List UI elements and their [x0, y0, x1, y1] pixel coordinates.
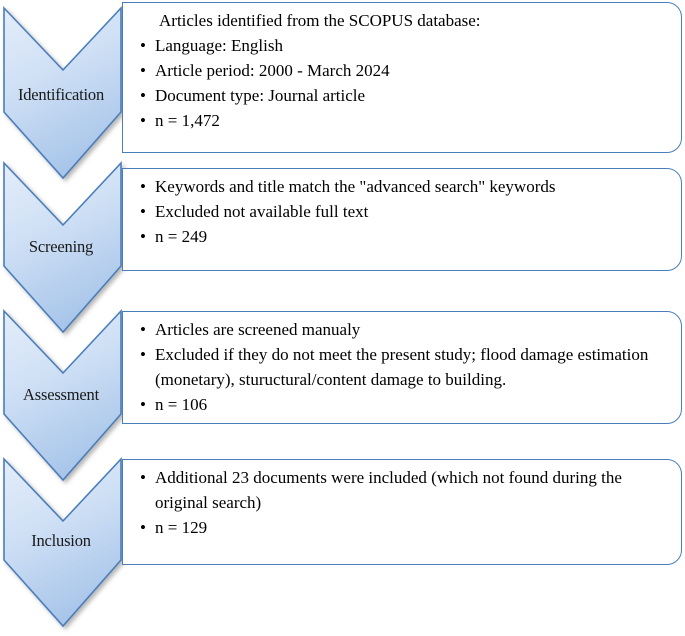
list-item: Article period: 2000 - March 2024 [139, 59, 671, 84]
list-item: Language: English [139, 34, 671, 59]
content-box-inclusion: Additional 23 documents were included (w… [122, 459, 682, 565]
content-box-screening: Keywords and title match the "advanced s… [122, 168, 682, 271]
list-item: Excluded not available full text [139, 200, 671, 225]
list-item: Additional 23 documents were included (w… [139, 466, 671, 516]
stage-label-assessment: Assessment [23, 385, 99, 404]
stage-label-identification: Identification [17, 85, 105, 104]
list-item: n = 129 [139, 516, 671, 541]
list-item: n = 1,472 [139, 109, 671, 134]
list-item: n = 249 [139, 225, 671, 250]
stage-label-screening: Screening [28, 237, 94, 256]
list-item: Articles identified from the SCOPUS data… [159, 11, 481, 30]
list-item: Excluded if they do not meet the present… [139, 343, 671, 393]
content-box-assessment: Articles are screened manualy Excluded i… [122, 311, 682, 424]
line-list: Additional 23 documents were included (w… [139, 466, 671, 541]
list-item: n = 106 [139, 393, 671, 418]
list-item: Articles are screened manualy [139, 318, 671, 343]
line-list: Articles are screened manualy Excluded i… [139, 318, 671, 418]
content-box-identification: Articles identified from the SCOPUS data… [122, 2, 682, 153]
line-list: Articles identified from the SCOPUS data… [139, 9, 671, 134]
line-list: Keywords and title match the "advanced s… [139, 175, 671, 250]
list-item: Document type: Journal article [139, 84, 671, 109]
stage-label-inclusion: Inclusion [31, 531, 91, 550]
list-item: Keywords and title match the "advanced s… [139, 175, 671, 200]
